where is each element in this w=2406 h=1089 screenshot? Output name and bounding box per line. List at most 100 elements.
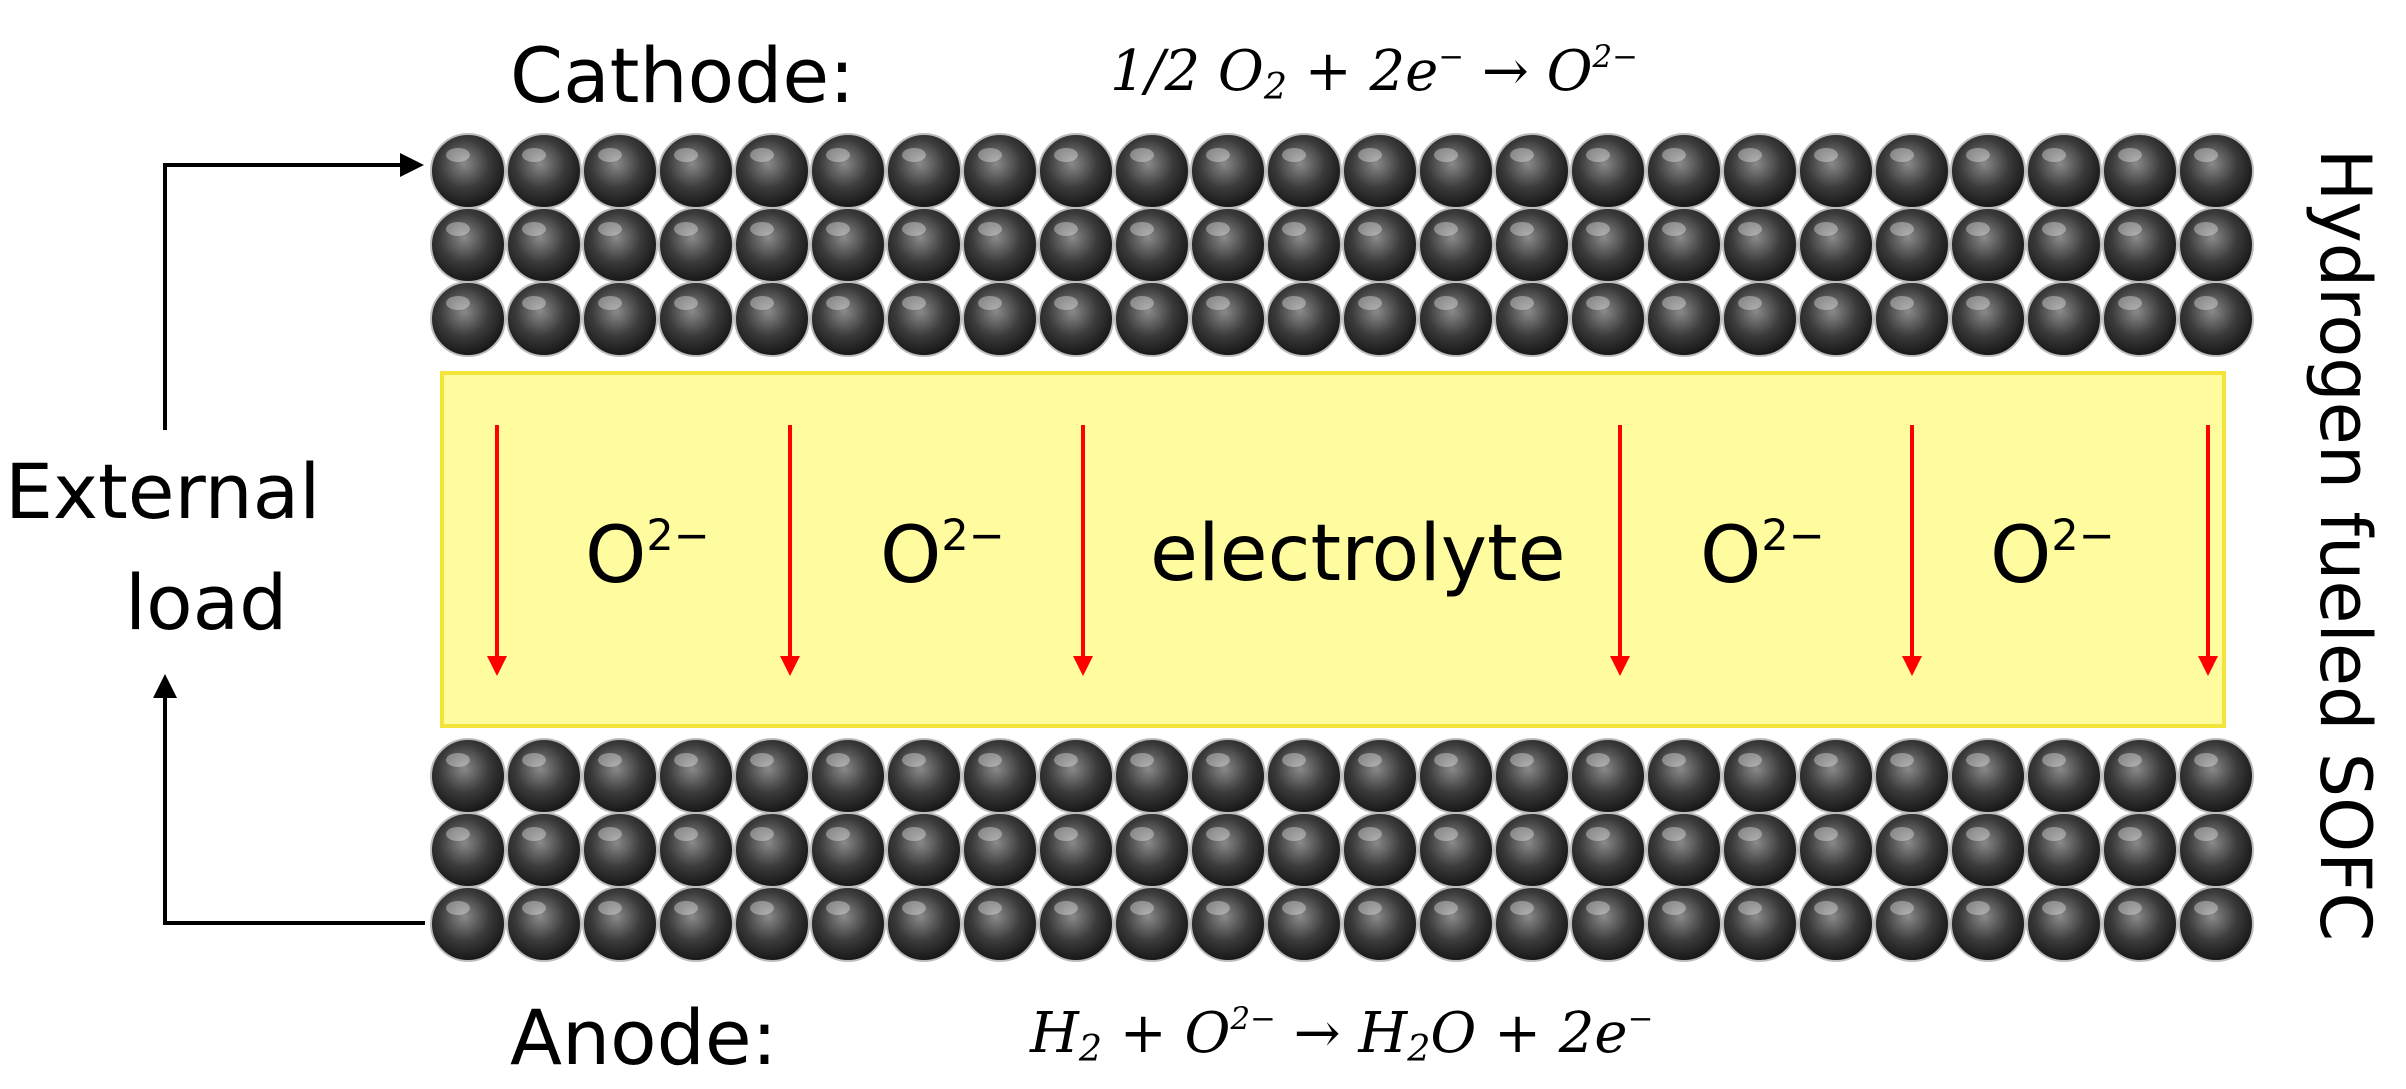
wire-from-anode bbox=[153, 674, 425, 925]
cathode-particle bbox=[1418, 281, 1494, 357]
cathode-particle-highlight bbox=[1586, 148, 1610, 162]
anode-particle-highlight bbox=[978, 753, 1002, 767]
anode-particle-highlight bbox=[1814, 901, 1838, 915]
anode-reaction: H2 + O2− → H2O + 2e− bbox=[1030, 1001, 1654, 1071]
cathode-particle bbox=[1190, 281, 1266, 357]
cathode-particle-highlight bbox=[1510, 222, 1534, 236]
cathode-particle bbox=[1874, 281, 1950, 357]
cathode-particle bbox=[1494, 281, 1570, 357]
anode-particle bbox=[430, 886, 506, 962]
cathode-particle bbox=[1646, 281, 1722, 357]
cathode-particle-highlight bbox=[2042, 222, 2066, 236]
anode-particle bbox=[1874, 886, 1950, 962]
cathode-particle-highlight bbox=[902, 222, 926, 236]
anode-particle-highlight bbox=[598, 753, 622, 767]
anode-particle-highlight bbox=[1738, 901, 1762, 915]
anode-particle-highlight bbox=[826, 901, 850, 915]
wire-to-cathode bbox=[163, 153, 424, 430]
anode-particle-highlight bbox=[1434, 827, 1458, 841]
anode-particle-highlight bbox=[1586, 901, 1610, 915]
external-load-line2: load bbox=[125, 558, 288, 647]
anode-particle-highlight bbox=[1282, 753, 1306, 767]
cathode-particle-highlight bbox=[598, 222, 622, 236]
cathode-particle-highlight bbox=[1130, 222, 1154, 236]
cathode-particle-highlight bbox=[1434, 222, 1458, 236]
cathode-particle-highlight bbox=[826, 148, 850, 162]
cathode-particle-highlight bbox=[446, 148, 470, 162]
cathode-label: Cathode: bbox=[510, 31, 855, 120]
cathode-particle-highlight bbox=[1054, 222, 1078, 236]
cathode-particle-highlight bbox=[522, 296, 546, 310]
anode-particle-highlight bbox=[446, 901, 470, 915]
anode-particle bbox=[1266, 886, 1342, 962]
cathode-particle-highlight bbox=[1966, 148, 1990, 162]
cathode-particle bbox=[734, 281, 810, 357]
anode-particle-highlight bbox=[1662, 901, 1686, 915]
anode-particle bbox=[886, 886, 962, 962]
anode-particle-highlight bbox=[1282, 827, 1306, 841]
cathode-particle-highlight bbox=[1206, 222, 1230, 236]
anode-particle-highlight bbox=[750, 753, 774, 767]
anode-particle-highlight bbox=[750, 901, 774, 915]
cathode-particle-highlight bbox=[446, 222, 470, 236]
anode-particle-highlight bbox=[1206, 753, 1230, 767]
cathode-particle bbox=[1038, 281, 1114, 357]
cathode-particle bbox=[582, 281, 658, 357]
cathode-particle-highlight bbox=[2042, 148, 2066, 162]
cathode-particle-highlight bbox=[826, 222, 850, 236]
cathode-particle-highlight bbox=[1738, 148, 1762, 162]
anode-particle-highlight bbox=[1434, 753, 1458, 767]
anode-particle bbox=[1418, 886, 1494, 962]
anode-particle bbox=[2178, 886, 2254, 962]
cathode-particle bbox=[886, 281, 962, 357]
cathode-particle-highlight bbox=[1814, 148, 1838, 162]
cathode-particle-highlight bbox=[1510, 148, 1534, 162]
cathode-particle-highlight bbox=[1966, 296, 1990, 310]
anode-particle-highlight bbox=[2194, 901, 2218, 915]
anode-particle-highlight bbox=[1054, 753, 1078, 767]
anode-particle-highlight bbox=[1586, 753, 1610, 767]
cathode-particle-highlight bbox=[1282, 296, 1306, 310]
cathode-particle-highlight bbox=[978, 222, 1002, 236]
cathode-particle bbox=[1798, 281, 1874, 357]
anode-particle-highlight bbox=[1510, 827, 1534, 841]
anode-particle-highlight bbox=[1814, 753, 1838, 767]
electrolyte-layer bbox=[440, 371, 2226, 728]
anode-particle-highlight bbox=[674, 753, 698, 767]
anode-particle bbox=[1570, 886, 1646, 962]
anode-particle-highlight bbox=[2042, 827, 2066, 841]
anode-particle-highlight bbox=[1130, 827, 1154, 841]
anode-particle-highlight bbox=[2118, 901, 2142, 915]
cathode-particle-highlight bbox=[1054, 148, 1078, 162]
cathode-particle-highlight bbox=[1510, 296, 1534, 310]
cathode-particle-highlight bbox=[2194, 296, 2218, 310]
cathode-particle-highlight bbox=[446, 296, 470, 310]
anode-particle-highlight bbox=[978, 827, 1002, 841]
anode-particle bbox=[582, 886, 658, 962]
cathode-particle-highlight bbox=[674, 296, 698, 310]
cathode-particle-highlight bbox=[1814, 222, 1838, 236]
anode-particle bbox=[1722, 886, 1798, 962]
cathode-particle bbox=[658, 281, 734, 357]
cathode-particle-highlight bbox=[522, 222, 546, 236]
anode-particle-highlight bbox=[1434, 901, 1458, 915]
cathode-particle-highlight bbox=[902, 296, 926, 310]
cathode-particle bbox=[2026, 281, 2102, 357]
anode-particle-highlight bbox=[1130, 901, 1154, 915]
anode-label: Anode: bbox=[510, 993, 778, 1082]
anode-particle bbox=[810, 886, 886, 962]
anode-particle-highlight bbox=[2194, 753, 2218, 767]
cathode-particle-highlight bbox=[1586, 296, 1610, 310]
cathode-particle bbox=[506, 281, 582, 357]
cathode-particle-highlight bbox=[674, 148, 698, 162]
external-load-line1: External bbox=[5, 447, 321, 536]
cathode-particle bbox=[1722, 281, 1798, 357]
anode-particle bbox=[1950, 886, 2026, 962]
anode-particle-highlight bbox=[826, 753, 850, 767]
cathode-particle-highlight bbox=[1662, 296, 1686, 310]
anode-particle-highlight bbox=[1586, 827, 1610, 841]
cathode-particle-highlight bbox=[1814, 296, 1838, 310]
cathode-particle-highlight bbox=[2194, 148, 2218, 162]
anode-particle-highlight bbox=[2042, 753, 2066, 767]
